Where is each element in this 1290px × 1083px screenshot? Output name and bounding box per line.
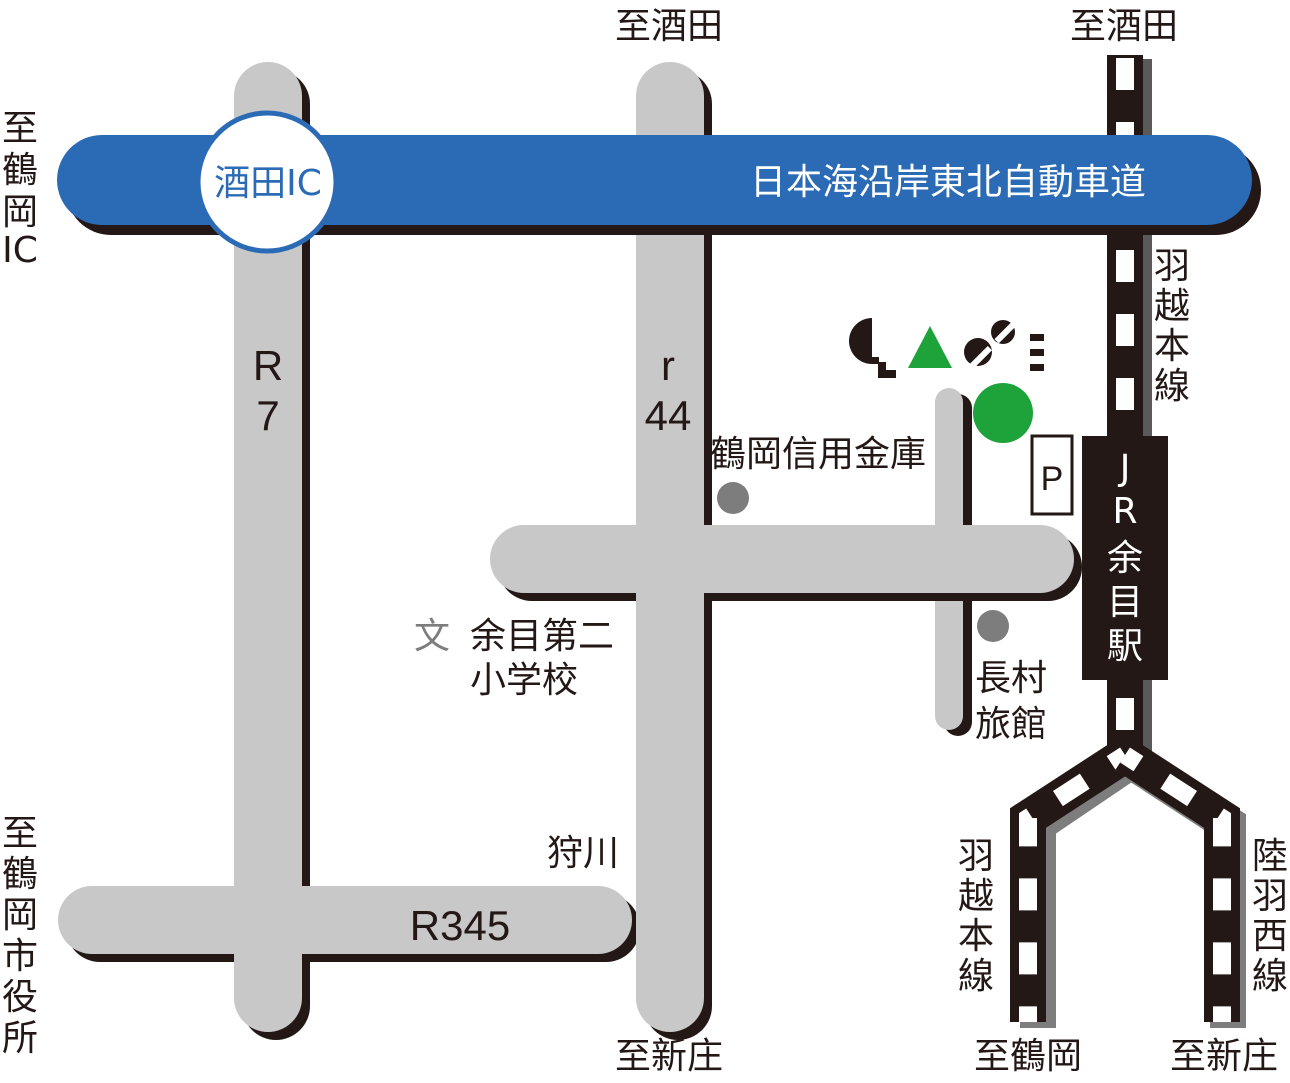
direction-sakata-rail: 至酒田 <box>1070 6 1178 47</box>
dir-tsuruoka-ic-3: 岡 <box>2 192 38 233</box>
dir-tsuruoka-ic-1: 至 <box>2 108 38 149</box>
uetsu-line-label-2: 越 <box>1154 286 1190 327</box>
destination-marker-icon <box>973 383 1033 443</box>
uetsu-line-label-4: 線 <box>1154 366 1190 407</box>
station-label-1: J <box>1118 448 1131 489</box>
station-road <box>490 525 1074 593</box>
route-44-label-1: r <box>661 342 675 389</box>
dir-city-hall-1: 至 <box>2 813 38 854</box>
station-label-5: 駅 <box>1107 626 1143 667</box>
station-label-2: R <box>1112 491 1137 532</box>
dir-city-hall-2: 鶴 <box>2 854 38 895</box>
dir-city-hall-6: 所 <box>2 1018 38 1059</box>
expressway-name: 日本海沿岸東北自動車道 <box>750 162 1146 203</box>
uetsu-line-label-1: 羽 <box>1154 246 1190 287</box>
river-label: 狩川 <box>547 833 619 874</box>
shop-logo-icon <box>849 318 1044 378</box>
dir-tsuruoka-ic-4: IC <box>2 230 38 271</box>
route-345 <box>58 886 632 954</box>
bank-label: 鶴岡信用金庫 <box>710 434 926 475</box>
direction-sakata-road: 至酒田 <box>615 6 723 47</box>
dir-city-hall-4: 市 <box>2 936 38 977</box>
uetsu-south-label-1: 羽 <box>958 836 994 877</box>
station-label-3: 余 <box>1107 538 1143 579</box>
school-symbol-icon: 文 <box>414 616 450 657</box>
logo-triangle <box>908 326 952 368</box>
route-7-label-2: 7 <box>256 392 279 439</box>
route-7-label-1: R <box>253 342 283 389</box>
station-label-4: 目 <box>1107 582 1143 623</box>
interchange-circle <box>195 110 339 254</box>
rikuu-label-2: 羽 <box>1252 876 1288 917</box>
inn-dot-icon <box>977 610 1009 642</box>
expressway <box>57 110 1261 254</box>
uetsu-south-label-2: 越 <box>958 876 994 917</box>
school-label-2: 小学校 <box>470 660 578 701</box>
uetsu-south-label-3: 本 <box>958 916 994 957</box>
uetsu-line-label-3: 本 <box>1154 326 1190 367</box>
dir-city-hall-5: 役 <box>2 977 38 1018</box>
railway <box>1010 55 1246 1028</box>
route-44-label-2: 44 <box>645 392 692 439</box>
inn-label-2: 旅館 <box>975 704 1047 745</box>
inn-label-1: 長村 <box>975 658 1047 699</box>
uetsu-south-label-4: 線 <box>958 956 994 997</box>
direction-tsuruoka-rail: 至鶴岡 <box>974 1036 1082 1077</box>
parking-icon <box>1030 434 1074 516</box>
rikuu-label-3: 西 <box>1252 916 1288 957</box>
route-345-label: R345 <box>410 902 510 949</box>
direction-shinjo-road: 至新庄 <box>615 1036 723 1077</box>
roads <box>58 62 1074 1032</box>
parking-label: P <box>1041 460 1064 498</box>
route-7 <box>234 62 302 1032</box>
direction-shinjo-rail: 至新庄 <box>1170 1036 1278 1077</box>
bank-dot-icon <box>717 482 749 514</box>
expressway-band <box>57 135 1252 225</box>
rikuu-label-1: 陸 <box>1252 836 1288 877</box>
rikuu-label-4: 線 <box>1252 956 1288 997</box>
labels: 至酒田 至酒田 至 鶴 岡 IC 至 鶴 岡 市 役 所 酒田IC 日本海沿岸東… <box>2 6 1288 1077</box>
dir-tsuruoka-ic-2: 鶴 <box>2 150 38 191</box>
interchange-label: 酒田IC <box>214 163 322 204</box>
station-block <box>1082 436 1168 680</box>
dir-city-hall-3: 岡 <box>2 895 38 936</box>
school-label-1: 余目第二 <box>470 616 614 657</box>
